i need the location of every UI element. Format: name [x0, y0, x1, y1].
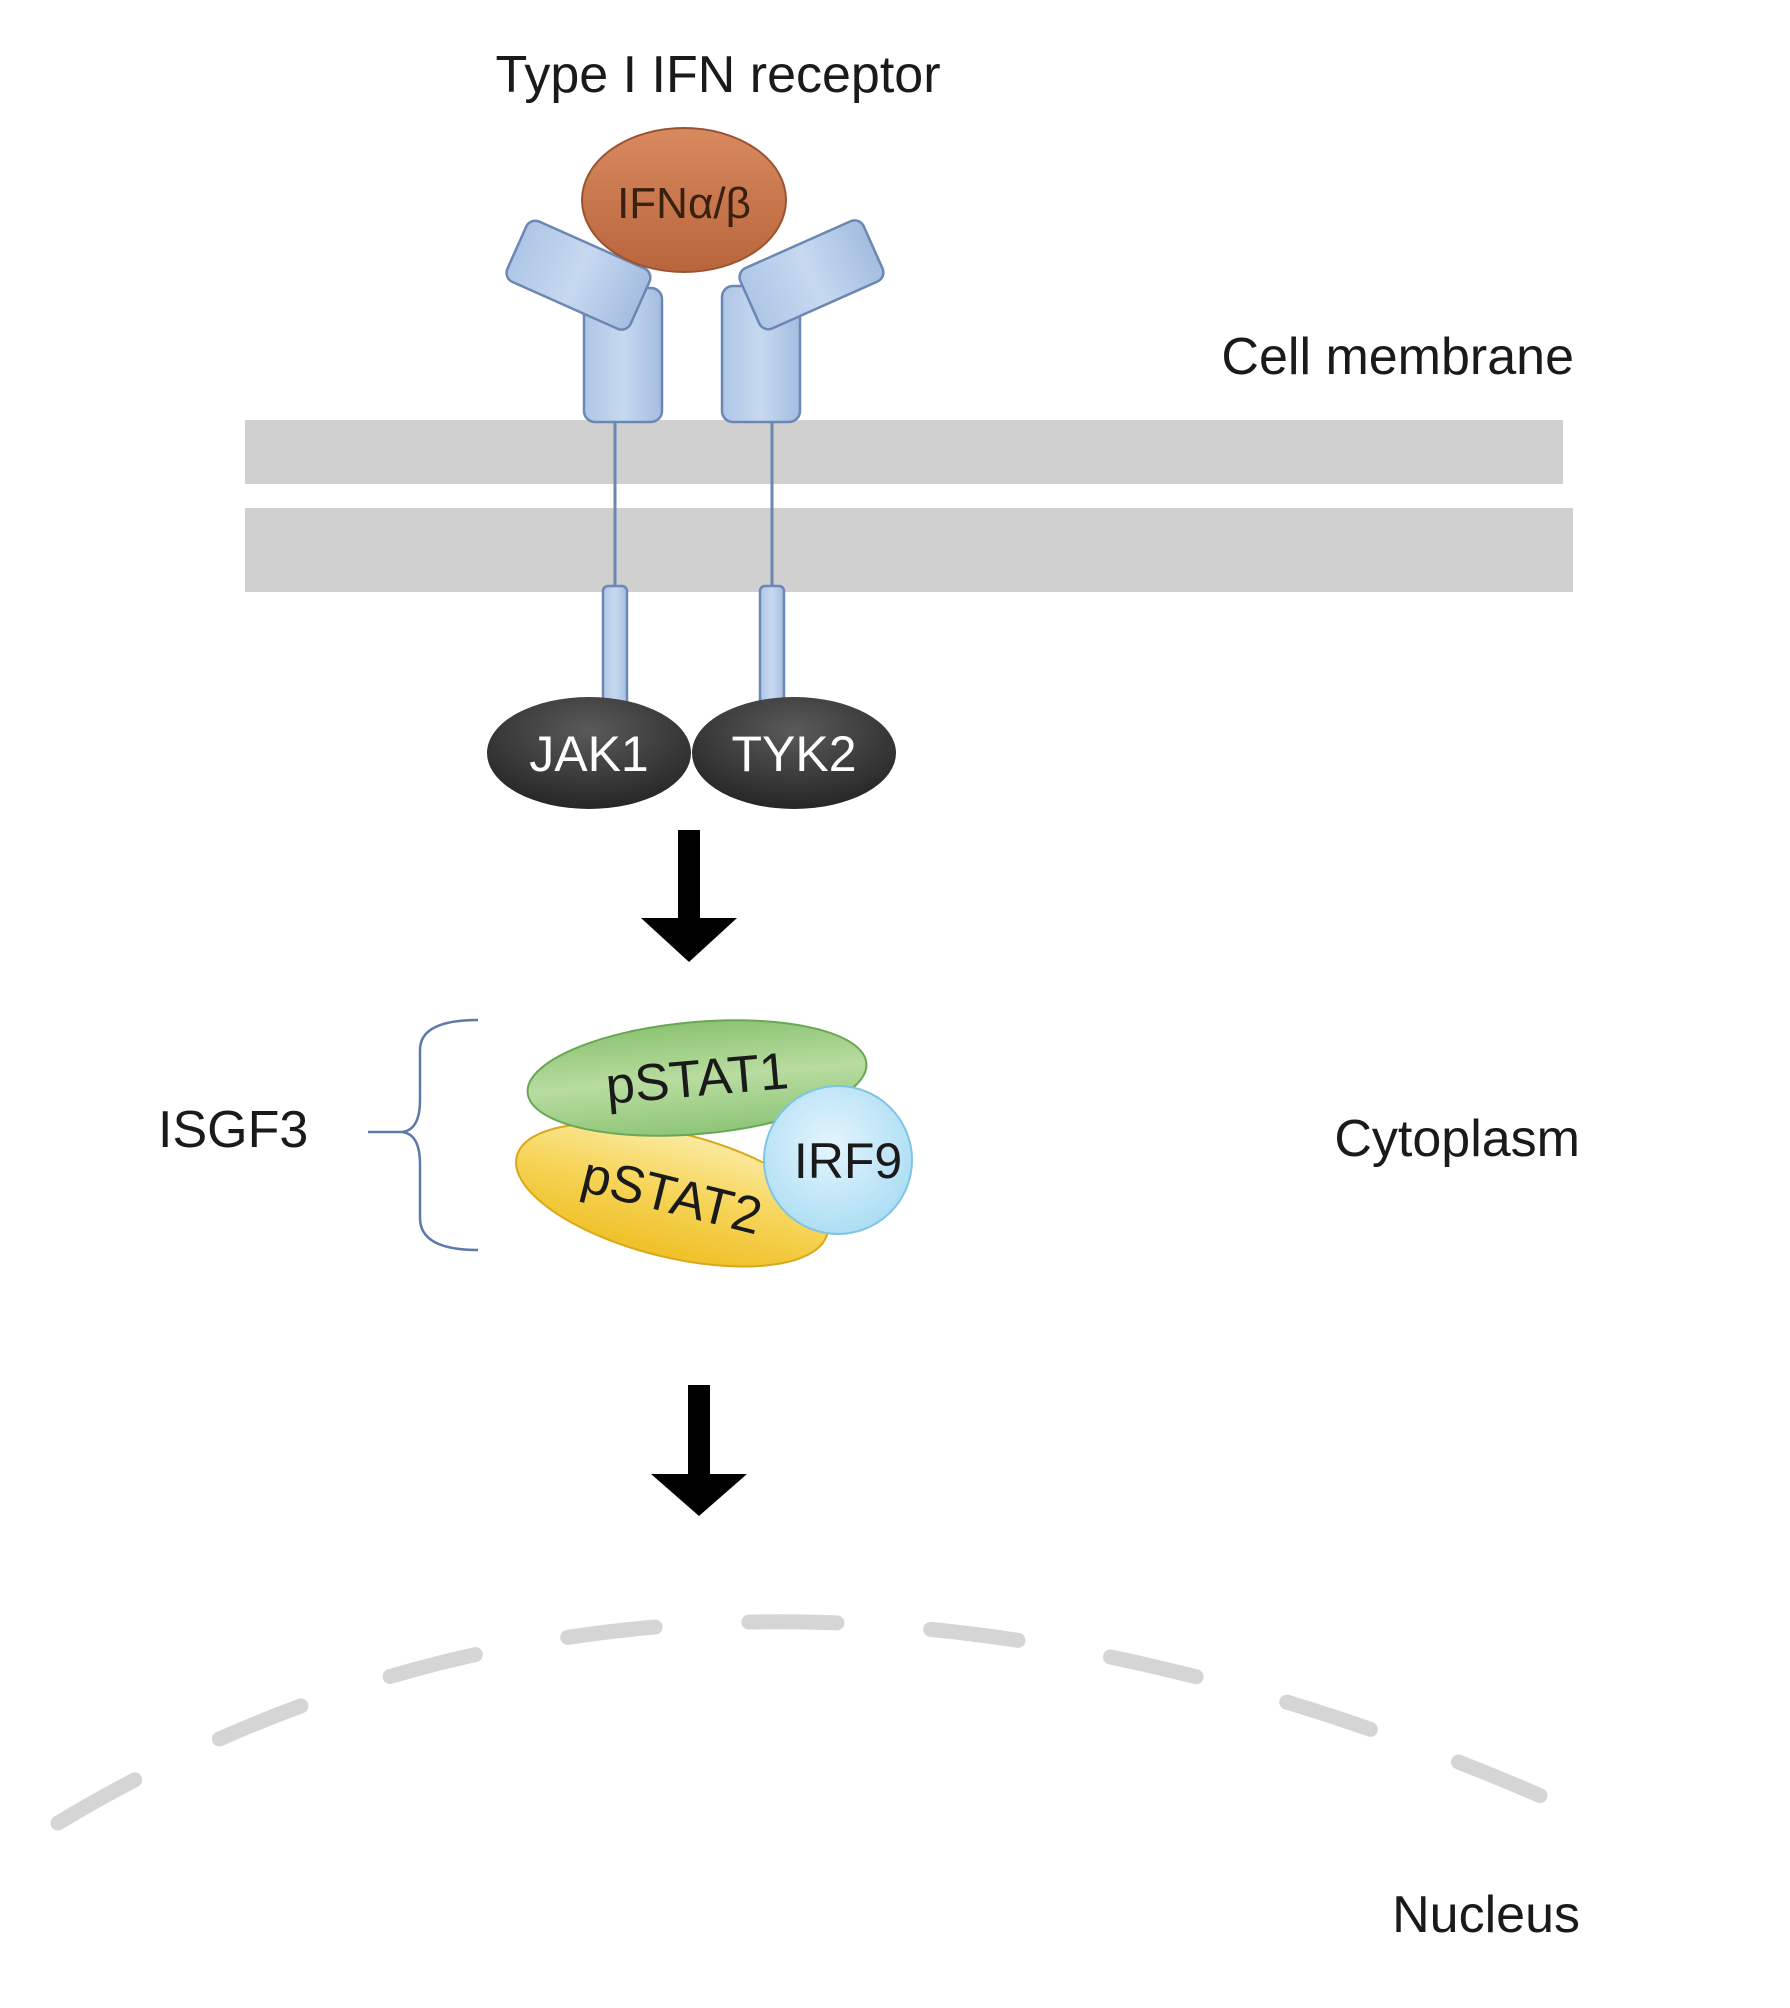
receptor-subunit-right [720, 219, 885, 708]
pstat1-protein: pSTAT1 [526, 1019, 868, 1137]
isgf3-bracket [368, 1018, 479, 1252]
ifn-ligand-label: IFNα/β [617, 179, 751, 228]
tyk2-kinase: TYK2 [692, 697, 896, 809]
membrane-inner-leaflet [245, 508, 1573, 592]
receptor-subunit-left [505, 219, 664, 708]
cytoplasm-label: Cytoplasm [1334, 1110, 1580, 1168]
isgf3-label: ISGF3 [158, 1101, 308, 1159]
jak1-kinase: JAK1 [487, 697, 691, 809]
jak1-label: JAK1 [529, 726, 649, 782]
nucleus-label: Nucleus [1392, 1886, 1580, 1944]
membrane-outer-leaflet [245, 420, 1563, 484]
irf9-label: IRF9 [794, 1133, 902, 1189]
tyk2-label: TYK2 [731, 726, 856, 782]
ifn-ligand: IFNα/β [581, 127, 787, 273]
irf9-protein: IRF9 [763, 1085, 913, 1235]
down-arrow-icon [641, 830, 737, 962]
down-arrow-icon [651, 1385, 747, 1516]
nuclear-envelope [50, 1614, 1603, 1831]
receptor-title: Type I IFN receptor [495, 46, 940, 104]
membrane-label: Cell membrane [1221, 328, 1574, 386]
pstat2-protein: pSTAT2 [515, 1122, 829, 1268]
